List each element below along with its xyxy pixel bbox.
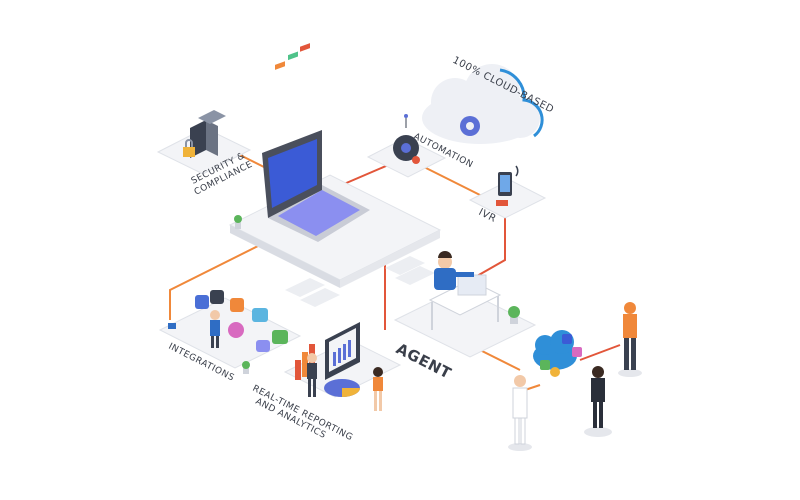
cloud-icon: 100% CLOUD-BASED <box>422 55 556 144</box>
gear-icon <box>393 114 420 164</box>
integrations-platform: INTEGRATIONS <box>158 290 302 384</box>
security-platform: SECURITY & COMPLIANCE <box>156 110 254 198</box>
line-ivr-agent <box>469 215 506 281</box>
headset-agent <box>434 251 474 290</box>
laptop-platform <box>228 43 442 307</box>
reporting-person-2 <box>373 367 383 411</box>
person-businesswoman <box>584 366 612 437</box>
line-laptop-integrations <box>169 244 261 320</box>
agent-desk <box>428 274 502 330</box>
social-cloud-icon <box>533 330 582 377</box>
laptop-icon <box>262 43 370 242</box>
agent-label: AGENT <box>393 340 454 383</box>
line-social-worker <box>579 344 621 361</box>
pie-chart-3d <box>324 379 360 397</box>
phone-icon <box>498 165 519 196</box>
app-icons <box>195 290 288 352</box>
person-worker <box>618 302 642 377</box>
plant-icon <box>242 361 250 374</box>
chart-board-icon <box>325 322 360 380</box>
lock-icon <box>183 139 195 157</box>
plant-icon <box>508 306 520 324</box>
reporting-person-1 <box>307 353 317 397</box>
ivr-platform: IVR <box>468 165 547 225</box>
plant-icon <box>234 215 242 229</box>
integrations-person <box>210 310 220 348</box>
person-doctor <box>508 375 532 451</box>
